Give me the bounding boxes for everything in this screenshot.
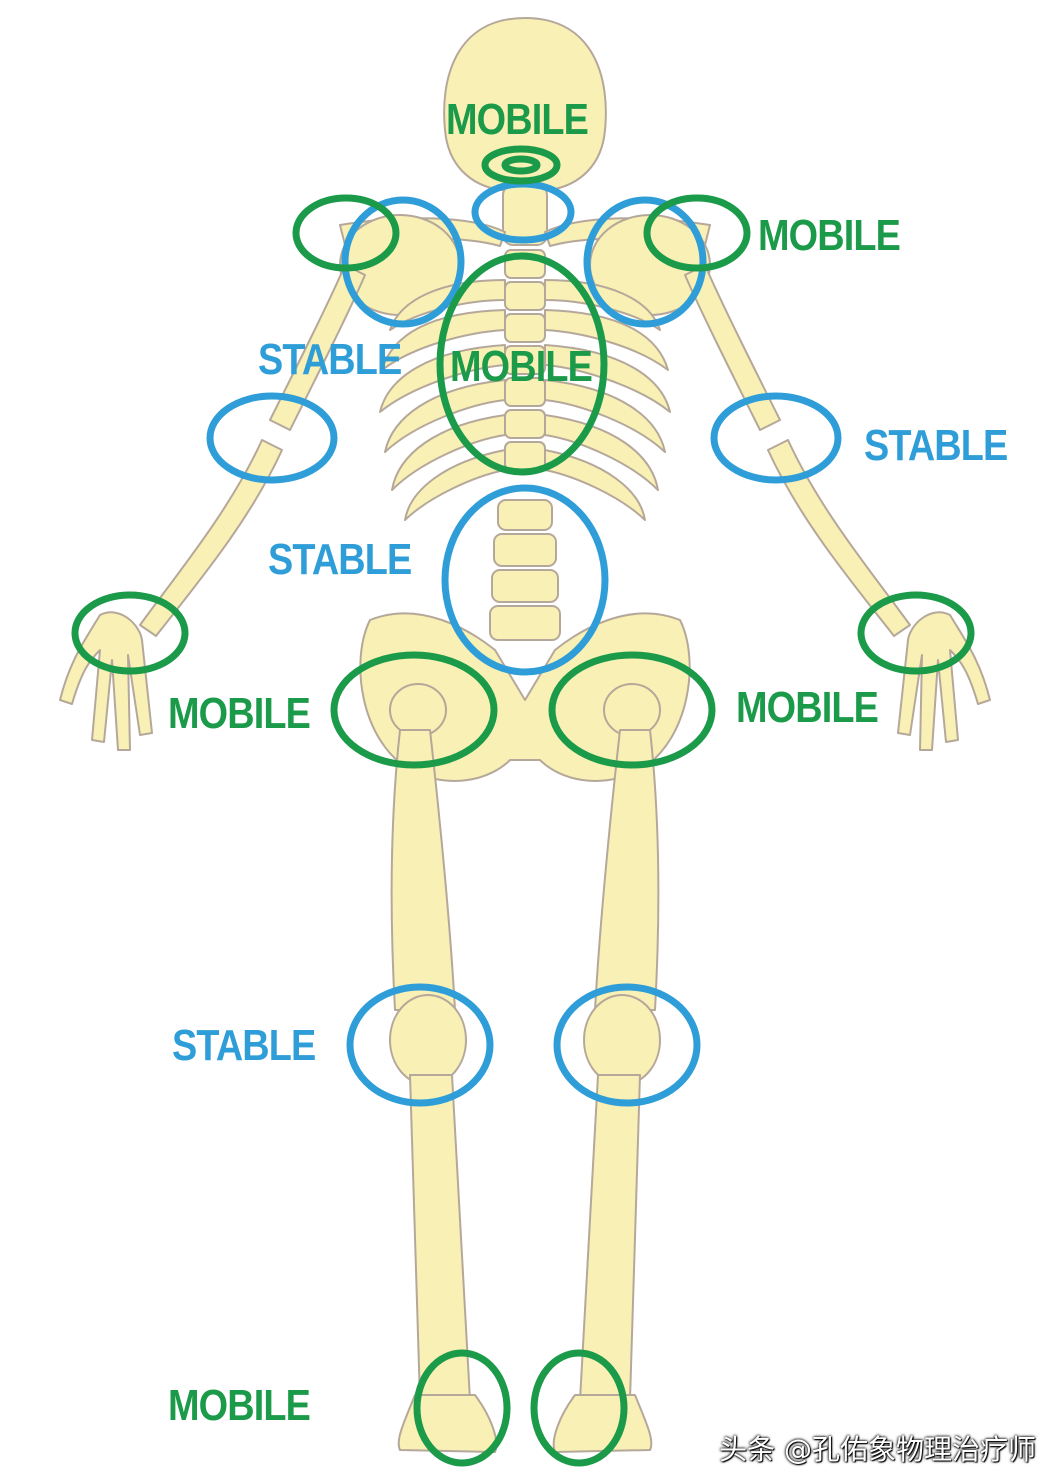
left-knee <box>389 994 467 1086</box>
mobile-circle-right-shoulder <box>643 194 751 272</box>
stable-circle-left-scapula <box>341 196 465 328</box>
label-head-mobile: MOBILE <box>446 95 589 144</box>
left-humerus <box>269 264 366 431</box>
stable-circle-right-knee <box>553 983 701 1107</box>
mobile-circle-left-ankle <box>413 1349 511 1467</box>
mobile-circle-right-wrist <box>857 591 975 675</box>
watermark: 头条 @孔佑象物理治疗师 <box>719 1433 1036 1466</box>
label-elbow-stable: STABLE <box>864 421 1008 470</box>
label-hip-left-mobile: MOBILE <box>168 689 311 738</box>
mobile-circle-thoracic <box>436 252 608 476</box>
right-forearm <box>767 439 911 637</box>
right-femur-head <box>603 683 661 737</box>
label-scapula-stable: STABLE <box>258 335 402 384</box>
left-femur-head <box>389 683 447 737</box>
mobile-circle-jaw-inner <box>501 155 541 175</box>
left-forearm <box>139 439 283 637</box>
label-shoulder-mobile: MOBILE <box>758 211 901 260</box>
mobile-circle-left-wrist <box>71 591 189 675</box>
label-hip-right-mobile: MOBILE <box>736 683 879 732</box>
left-hand <box>59 611 153 751</box>
ribcage <box>379 279 671 521</box>
mobile-circle-right-ankle <box>530 1349 628 1467</box>
right-knee <box>583 994 661 1086</box>
stable-circle-right-elbow <box>710 392 842 484</box>
label-ankle-mobile: MOBILE <box>168 1381 311 1430</box>
stable-circle-left-knee <box>346 983 494 1107</box>
label-thoracic-mobile: MOBILE <box>450 342 593 391</box>
left-foot <box>397 1394 498 1453</box>
stable-circle-left-elbow <box>206 392 338 484</box>
spine <box>489 249 561 641</box>
right-hand <box>897 611 991 751</box>
mobile-circle-left-hip <box>330 651 498 769</box>
mobile-circle-right-hip <box>548 651 716 769</box>
right-foot <box>552 1394 653 1453</box>
stable-circle-lumbar <box>441 484 609 676</box>
label-knee-stable: STABLE <box>172 1021 316 1070</box>
mobile-circle-left-shoulder <box>292 194 400 272</box>
stable-circle-right-scapula <box>583 196 707 328</box>
label-lumbar-stable: STABLE <box>268 535 412 584</box>
mobile-circle-jaw-outer <box>481 145 561 185</box>
right-humerus <box>684 264 781 431</box>
